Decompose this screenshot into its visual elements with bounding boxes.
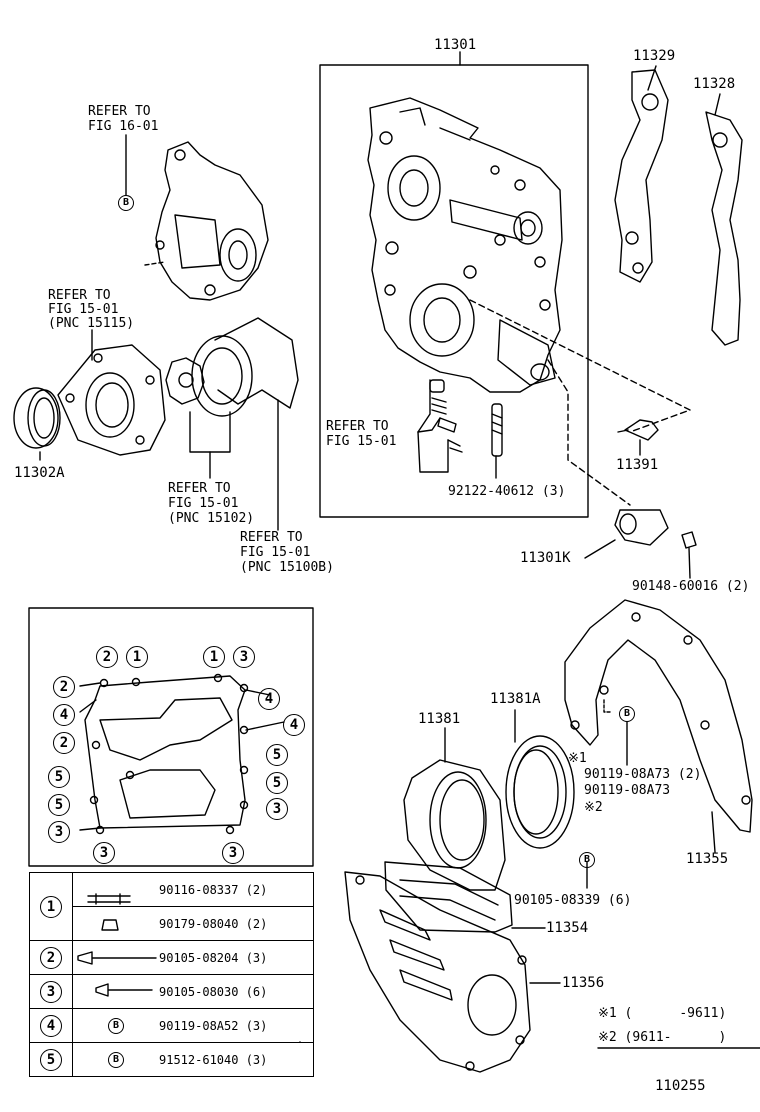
refer-15100B-line2: FIG 15-01 [240,545,311,560]
b-mark-retainer: B [579,851,595,868]
o-ring-gasket [214,317,299,409]
legend-part-number: 90116-08337 (2) [159,872,314,907]
legend-key: 1 [29,872,73,941]
refer-15115-line3: (PNC 15115) [48,316,135,331]
map-callout: 1 [126,646,148,668]
legend-part-number: 90105-08030 (6) [159,974,314,1009]
label-11381: 11381 [418,711,461,727]
water-pump [144,141,269,301]
pressure-switch-11391 [617,419,659,441]
legend-bolt-pic: B [72,1042,159,1077]
plate-11356 [344,871,531,1073]
oil-separator-11354 [384,861,513,933]
map-callout: 4 [53,704,75,726]
legend-part-number: 90105-08204 (3) [159,940,314,975]
legend-bolt-pic [72,906,159,941]
legend-key: 2 [29,940,73,975]
sensor-11301K [614,509,669,546]
map-callout: 3 [48,821,70,843]
label-92122: 92122-40612 (3) [448,484,566,499]
legend-part-number: 90119-08A52 (3) [159,1008,314,1043]
legend-row: 1 90116-08337 (2) [29,872,314,941]
mark-1: ※1 [568,751,587,766]
note-1: ※1 ( -9611) [598,1006,727,1021]
refer-15102-line2: FIG 15-01 [168,496,239,511]
label-11381A: 11381A [490,691,541,707]
map-callout: 5 [48,794,70,816]
legend-bolt-pic [72,940,159,975]
refer-15115-line1: REFER TO [48,288,111,303]
legend-part-number: 91512-61040 (3) [159,1042,314,1077]
b-symbol: B [108,1052,124,1068]
bolt-legend-table: 1 90116-08337 (2) 90179-08040 (2) 2 9010… [29,872,314,1077]
legend-part-number: 90179-08040 (2) [159,906,314,941]
mark-2: ※2 [584,800,603,815]
label-11328: 11328 [693,76,736,92]
timing-cover-box [319,64,589,518]
map-callout: 4 [258,688,280,710]
map-callout: 1 [203,646,225,668]
legend-row: 2 90105-08204 (3) [29,940,314,975]
label-11391: 11391 [616,457,659,473]
label-11301: 11301 [434,37,477,53]
legend-bolt-pic: B [72,1008,159,1043]
refer-16-01-line2: FIG 16-01 [88,119,159,134]
refer-15100B-line3: (PNC 15100B) [240,560,334,575]
refer-16-01-line1: REFER TO [88,104,151,119]
map-callout: 3 [222,842,244,864]
label-11302A: 11302A [14,465,65,481]
label-11356: 11356 [562,975,605,991]
refer-box-line1: REFER TO [326,419,389,434]
map-callout: 3 [266,798,288,820]
label-90119: 90119-08A73 [584,783,671,798]
refer-15100B-line1: REFER TO [240,530,303,545]
legend-key: 3 [29,974,73,1009]
refer-box-line2: FIG 15-01 [326,434,397,449]
b-mark-end-plate: B [619,705,635,722]
map-callout: 5 [48,766,70,788]
bolt-map-cover-outline [84,673,249,835]
legend-row: 4 B 90119-08A52 (3) [29,1008,314,1043]
map-callout: 2 [96,646,118,668]
timing-cover-11301 [367,97,563,393]
map-callout: 2 [53,676,75,698]
label-11354: 11354 [546,920,589,936]
legend-row: 3 90105-08030 (6) [29,974,314,1009]
refer-15102-line1: REFER TO [168,481,231,496]
legend-bolt-pic [72,974,159,1009]
map-callout: 2 [53,732,75,754]
refer-15115-line2: FIG 15-01 [48,302,119,317]
note-2: ※2 (9611- ) [598,1030,727,1045]
figure-number: 110255 [655,1078,706,1094]
gasket-11328 [705,111,743,346]
label-90148: 90148-60016 (2) [632,579,750,594]
bolt-location-map [28,607,314,867]
label-90119-2: 90119-08A73 (2) [584,767,702,782]
oil-seal-11381A [505,735,575,849]
label-11329: 11329 [633,48,676,64]
gasket-11329 [614,69,669,283]
legend-key: 5 [29,1042,73,1077]
b-mark-water-pump: B [118,194,134,211]
map-callout: 3 [93,842,115,864]
oil-pump-body [57,344,166,456]
legend-row: 90179-08040 (2) [30,906,314,941]
label-11301K: 11301K [520,550,571,566]
seal-retainer-11381 [403,759,506,891]
map-callout: 3 [233,646,255,668]
map-callout: 4 [283,714,305,736]
label-90105-6: 90105-08339 (6) [514,893,632,908]
map-callout: 5 [266,744,288,766]
legend-row: 5 B 91512-61040 (3) [29,1042,314,1077]
legend-key: 4 [29,1008,73,1043]
map-callout: 5 [266,772,288,794]
end-plate-11355 [564,599,753,833]
b-symbol: B [108,1018,124,1034]
refer-15102-line3: (PNC 15102) [168,511,255,526]
legend-bolt-pic [72,872,159,907]
label-11355: 11355 [686,851,729,867]
oil-seal-11302A [13,387,61,449]
